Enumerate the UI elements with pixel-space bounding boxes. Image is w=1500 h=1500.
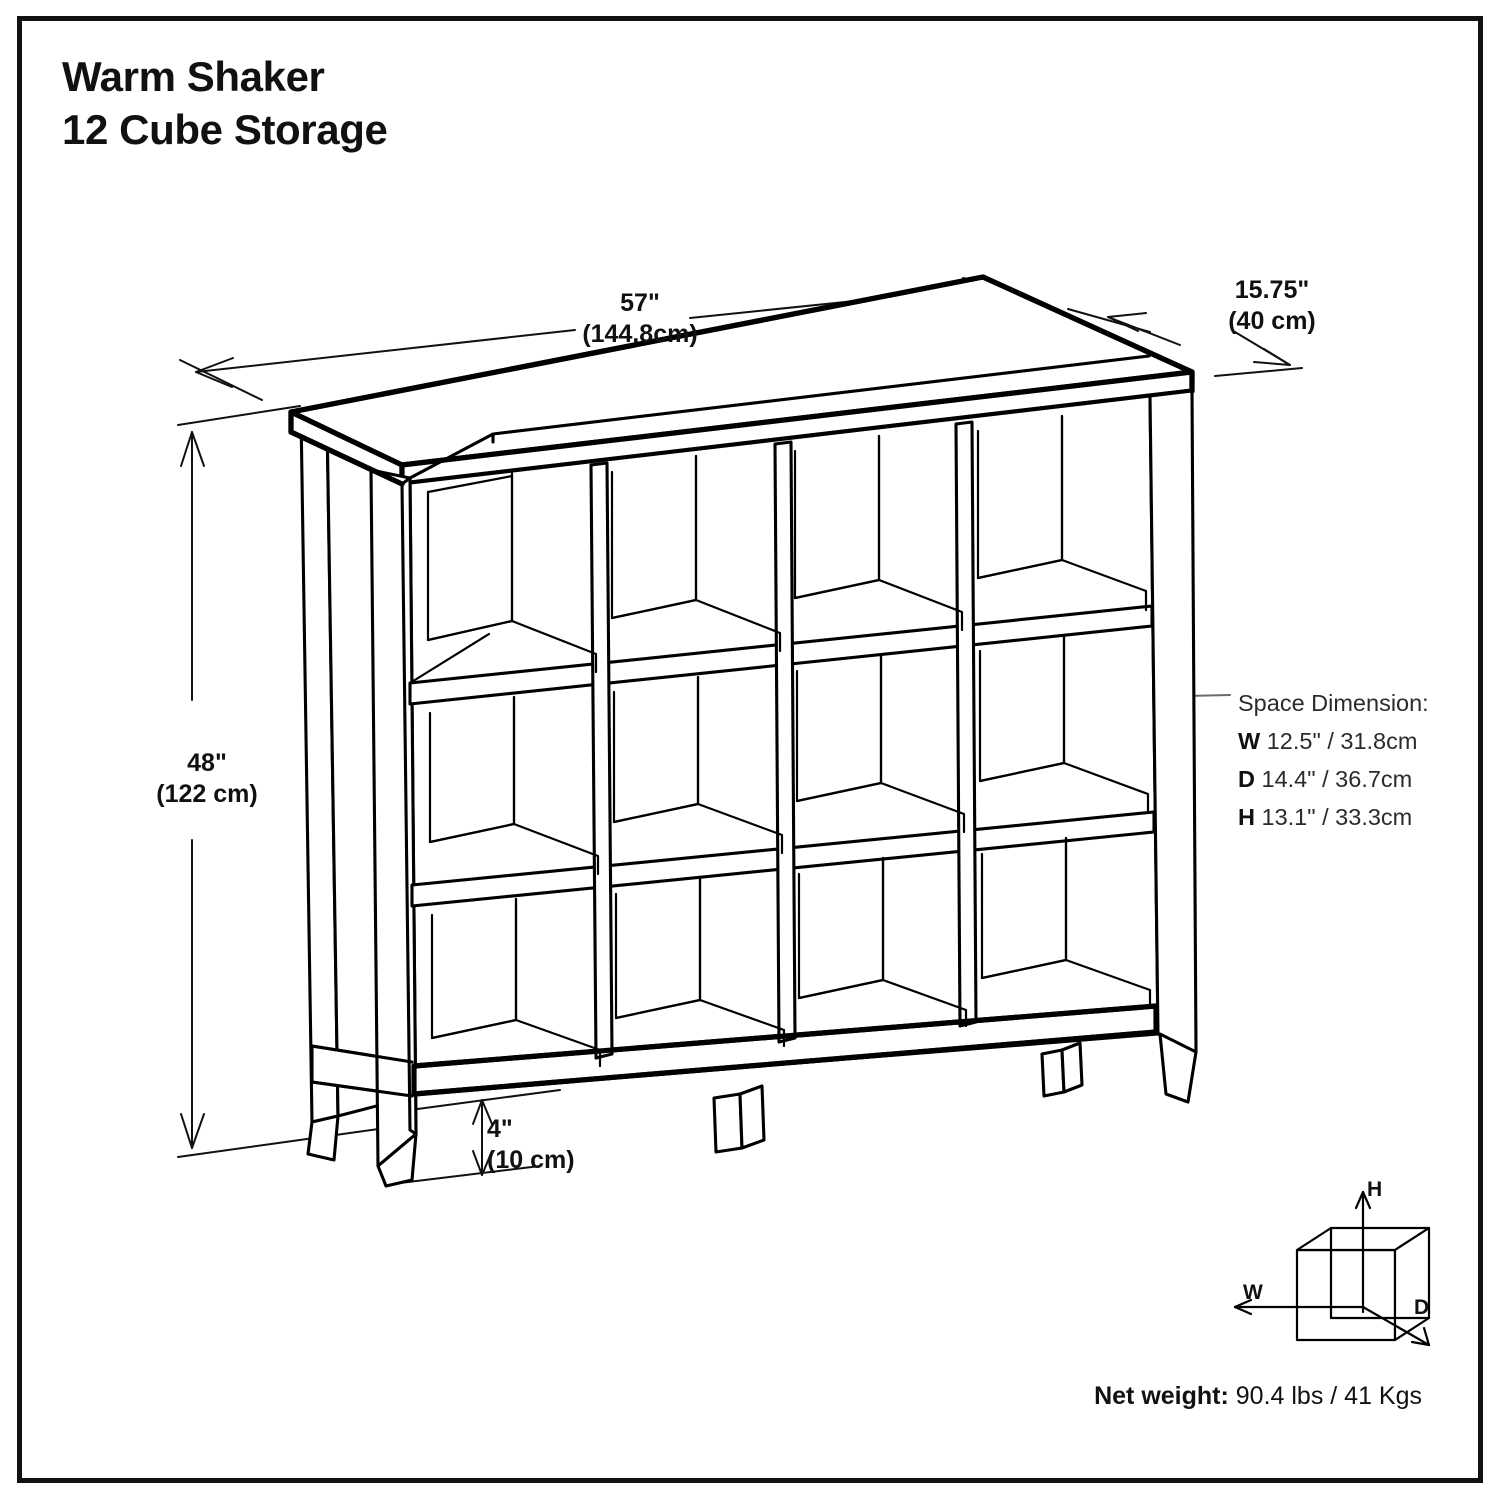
space-dimension-key-d: D <box>1238 766 1255 793</box>
dimension-depth-metric: (40 cm) <box>1228 306 1316 335</box>
space-dimension-row-d: D 14.4" / 36.7cm <box>1238 760 1488 798</box>
space-dimension-row-h: H 13.1" / 33.3cm <box>1238 798 1488 836</box>
space-dimension-key-w: W <box>1238 728 1261 755</box>
dimension-height-imperial: 48" <box>187 749 227 777</box>
dimension-depth-label: 15.75" (40 cm) <box>1192 275 1352 336</box>
net-weight-value: 90.4 lbs / 41 Kgs <box>1235 1382 1422 1410</box>
dimension-height <box>177 405 401 1158</box>
dimension-depth-imperial: 15.75" <box>1234 276 1310 304</box>
product-model-line: 12 Cube Storage <box>62 106 388 154</box>
legend-width-label: W <box>1243 1281 1263 1304</box>
space-dimension-value-d: 14.4" / 36.7cm <box>1261 766 1413 793</box>
space-dimension-value-w: 12.5" / 31.8cm <box>1266 728 1418 755</box>
whd-legend-cube <box>1233 1190 1431 1347</box>
legend-height-label: H <box>1367 1178 1383 1201</box>
dimension-leg-clearance <box>399 1089 561 1184</box>
dimension-depth <box>1067 308 1303 377</box>
dimension-leg-imperial: 4" <box>487 1115 513 1143</box>
space-dimension-heading: Space Dimension: <box>1238 690 1429 716</box>
dimension-height-metric: (122 cm) <box>156 779 258 808</box>
space-dimension-row-w: W 12.5" / 31.8cm <box>1238 722 1488 760</box>
space-dimension-callout: Space Dimension: W 12.5" / 31.8cm D 14.4… <box>1238 684 1488 836</box>
dimension-height-label: 48" (122 cm) <box>132 748 282 809</box>
cube-storage-unit <box>288 274 1198 1188</box>
dimension-width-imperial: 57" <box>620 289 660 317</box>
dimension-leg-metric: (10 cm) <box>487 1145 575 1174</box>
dimension-width-label: 57" (144.8cm) <box>530 288 750 349</box>
space-dimension-key-h: H <box>1238 804 1255 831</box>
page-title: Warm Shaker 12 Cube Storage <box>62 50 762 157</box>
product-brand-line: Warm Shaker <box>62 53 325 100</box>
dimension-leg-clearance-label: 4" (10 cm) <box>487 1114 617 1175</box>
net-weight-label: Net weight: <box>1094 1382 1229 1410</box>
legend-depth-label: D <box>1414 1296 1430 1319</box>
net-weight: Net weight: 90.4 lbs / 41 Kgs <box>0 1382 1422 1411</box>
dimension-width-metric: (144.8cm) <box>582 319 698 348</box>
space-dimension-value-h: 13.1" / 33.3cm <box>1261 804 1413 831</box>
